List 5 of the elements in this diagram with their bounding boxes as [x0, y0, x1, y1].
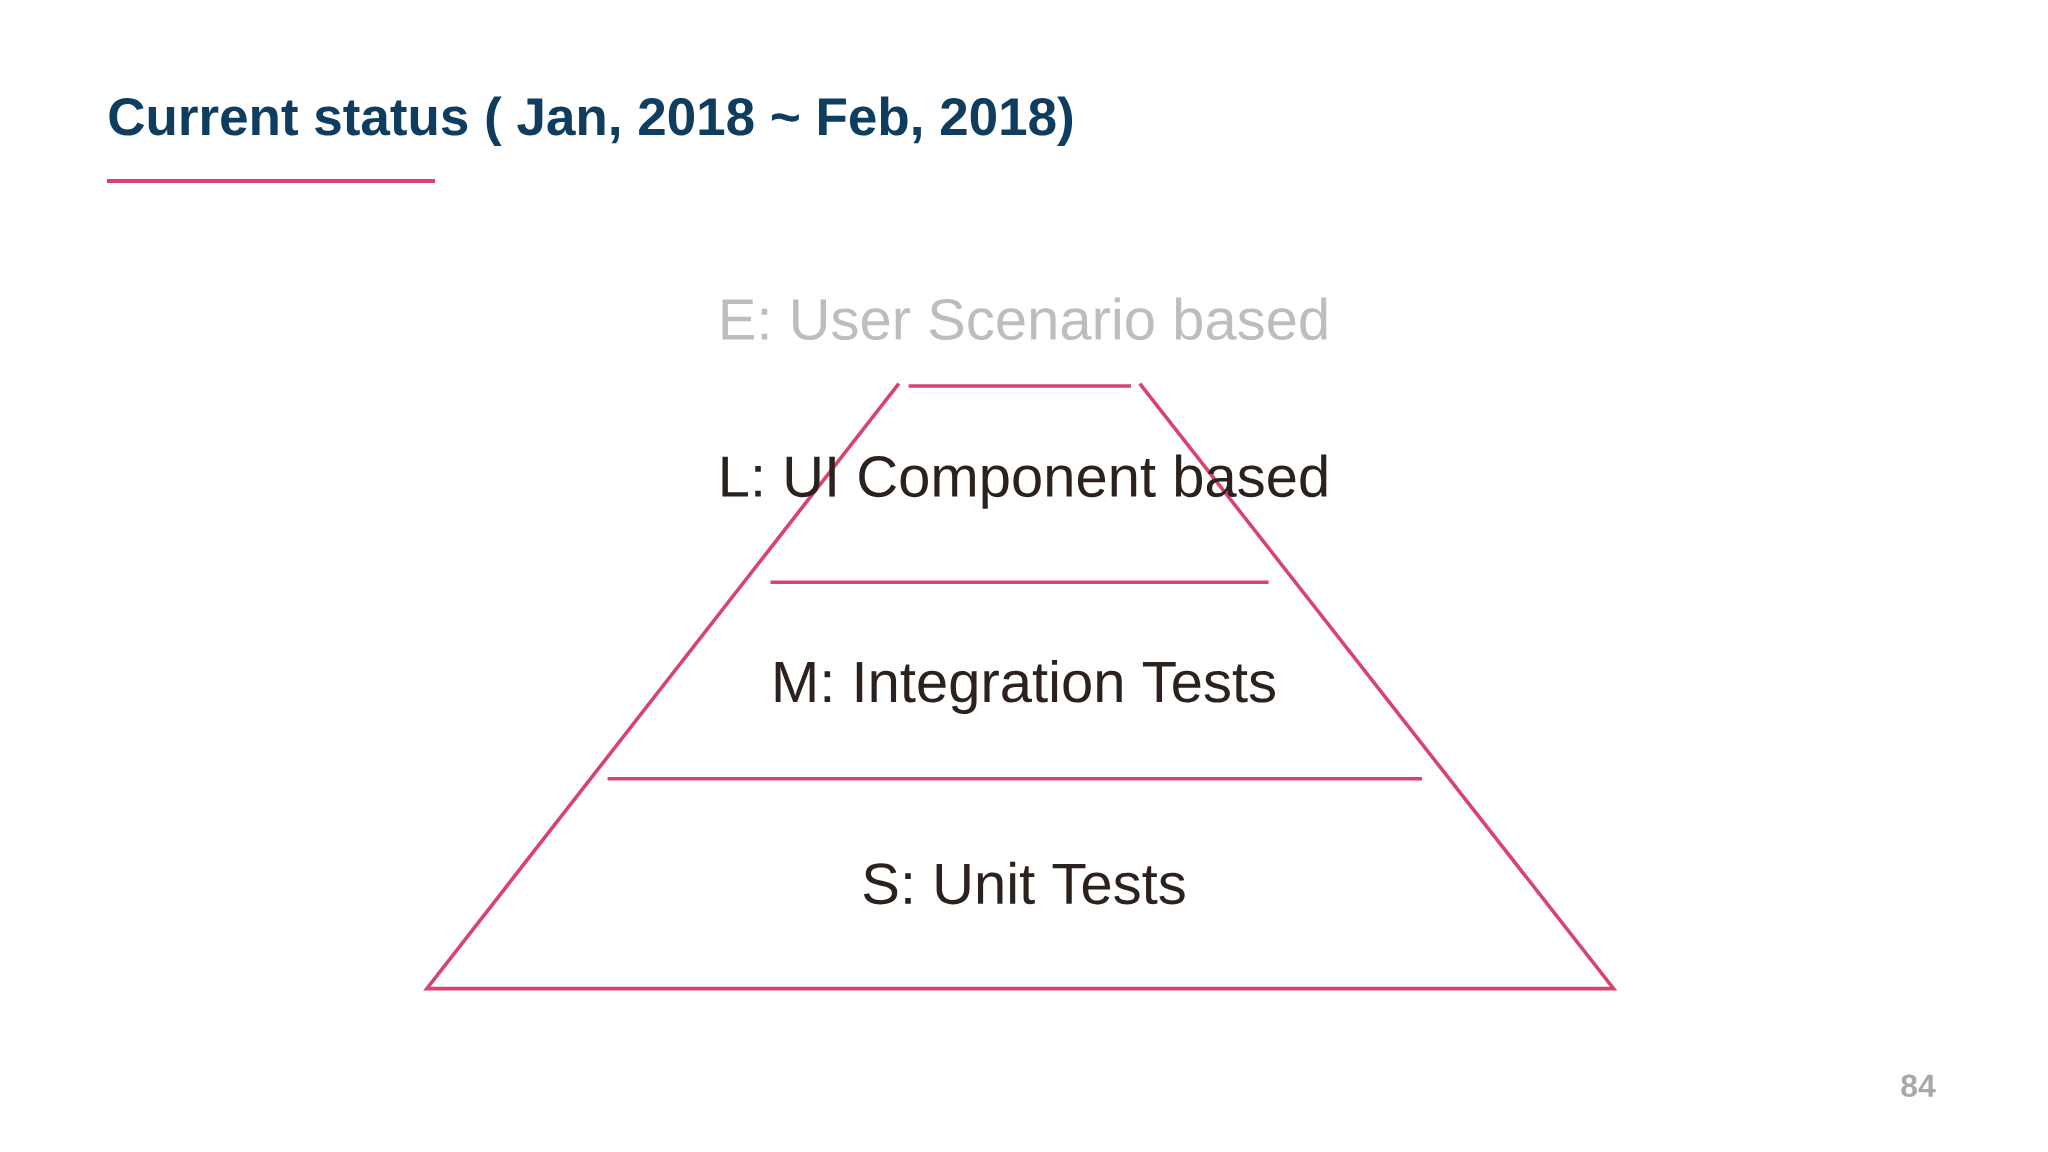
title: Current status ( Jan, 2018 ~ Feb, 2018) — [109, 96, 1073, 146]
layer-label: E: User Scenario based — [722, 297, 1327, 341]
layer-label: M: Integration Tests — [775, 660, 1275, 715]
layer-label: S: Unit Tests — [863, 861, 1185, 905]
page-number: 84 — [1901, 1074, 1936, 1098]
